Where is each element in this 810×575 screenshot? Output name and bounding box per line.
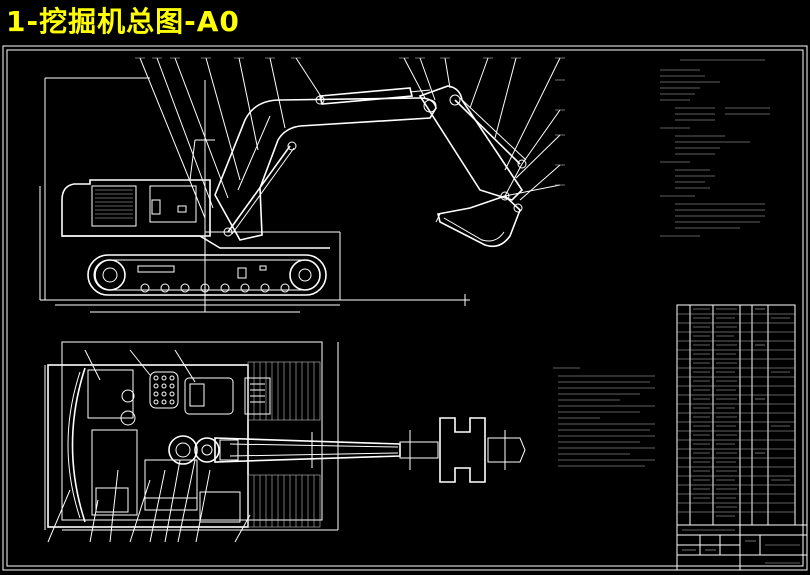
side-view xyxy=(39,57,565,313)
sprocket xyxy=(94,259,126,291)
boom xyxy=(214,97,437,241)
inner-frame xyxy=(6,49,804,567)
technical-spec-notes xyxy=(660,59,770,237)
technical-requirements xyxy=(553,367,655,467)
swing-center xyxy=(168,435,198,465)
track-top xyxy=(247,361,321,528)
drawing-title: 1-挖掘机总图-A0 xyxy=(6,5,240,38)
crawler-track xyxy=(87,254,327,296)
outer-frame xyxy=(2,45,808,571)
bucket xyxy=(437,195,521,248)
boom-plan xyxy=(214,437,401,463)
counterweight xyxy=(61,179,211,237)
parts-list-table xyxy=(676,304,796,526)
upper-structure xyxy=(47,364,249,528)
title-block xyxy=(676,524,808,571)
top-view xyxy=(44,341,526,543)
